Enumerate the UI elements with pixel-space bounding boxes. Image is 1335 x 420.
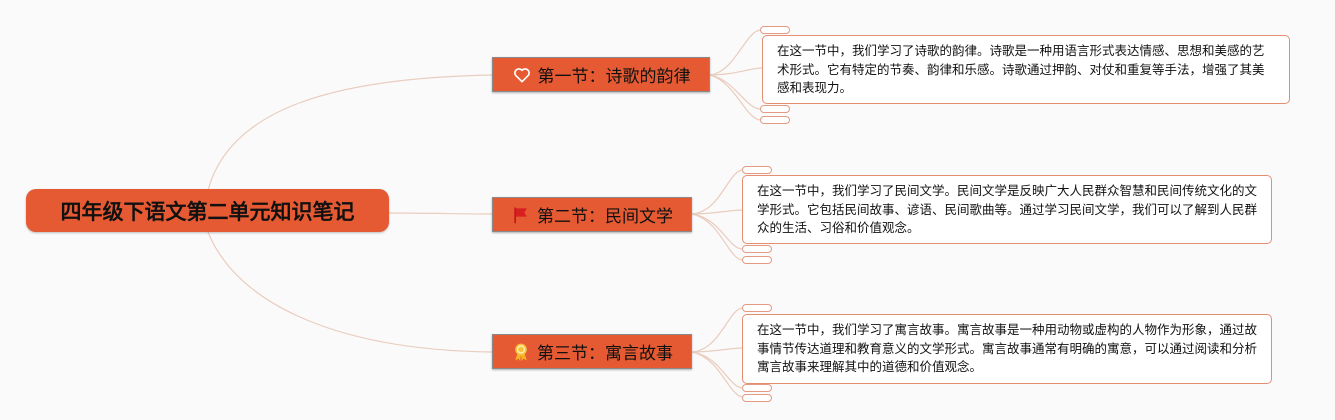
collapsed-stub[interactable] [760, 105, 790, 113]
topic-title: 第二节：民间文学 [537, 207, 673, 227]
heart-icon [512, 65, 532, 85]
root-title: 四年级下语文第二单元知识笔记 [60, 199, 355, 224]
section-1-note: 在这一节中，我们学习了诗歌的韵律。诗歌是一种用语言形式表达情感、思想和美感的艺术… [762, 35, 1290, 104]
topic-title: 第一节：诗歌的韵律 [537, 67, 691, 87]
red-flag-icon [511, 205, 531, 225]
topic-title: 第三节：寓言故事 [537, 344, 673, 364]
root-branch-2 [388, 212, 493, 215]
topic-section-2[interactable]: 第二节：民间文学 [492, 197, 692, 232]
topic-section-3[interactable]: 第三节：寓言故事 [492, 334, 692, 369]
collapsed-stub[interactable] [742, 304, 772, 312]
collapsed-stub[interactable] [742, 256, 772, 264]
award-ribbon-icon [511, 342, 531, 362]
root-branch-3 [207, 231, 493, 353]
section-2-note: 在这一节中，我们学习了民间文学。民间文学是反映广大人民群众智慧和民间传统文化的文… [742, 175, 1272, 244]
collapsed-stub[interactable] [742, 166, 772, 174]
root-topic[interactable]: 四年级下语文第二单元知识笔记 [26, 189, 389, 232]
collapsed-stub[interactable] [742, 394, 772, 402]
section-3-note: 在这一节中，我们学习了寓言故事。寓言故事是一种用动物或虚构的人物作为形象，通过故… [742, 314, 1272, 384]
topic-section-1[interactable]: 第一节：诗歌的韵律 [492, 57, 710, 92]
collapsed-stub[interactable] [760, 116, 790, 124]
root-branch-1 [207, 74, 493, 191]
collapsed-stub[interactable] [742, 245, 772, 253]
collapsed-stub[interactable] [760, 26, 790, 34]
collapsed-stub[interactable] [742, 384, 772, 392]
